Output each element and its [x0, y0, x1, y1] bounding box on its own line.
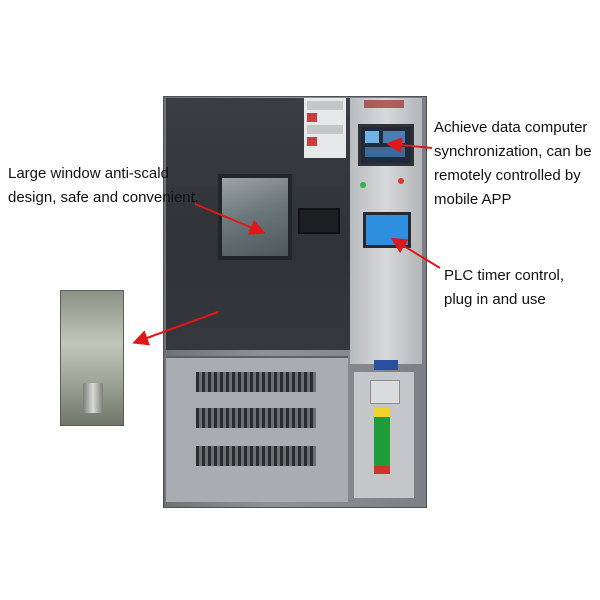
warning-labels: [304, 98, 346, 158]
ventilation-grille: [196, 408, 316, 428]
ventilation-grille: [196, 372, 316, 392]
callout-line: design, safe and convenient.: [8, 189, 199, 206]
brand-logo: [364, 100, 404, 108]
callout-line: synchronization, can be: [434, 143, 592, 160]
power-switch: [370, 380, 400, 404]
blue-badge: [374, 360, 398, 370]
callout-line: remotely controlled by: [434, 167, 581, 184]
inset-interior-photo: [60, 290, 124, 426]
callout-line: mobile APP: [434, 191, 512, 208]
viewing-window: [218, 174, 292, 260]
sample-cup: [83, 383, 103, 413]
warning-symbol-icon: [307, 113, 317, 122]
data-sync-callout: Achieve data computer synchronization, c…: [434, 116, 592, 212]
breaker-trip-indicator: [374, 466, 390, 474]
plc-callout: PLC timer control, plug in and use: [444, 264, 564, 312]
warning-symbol-icon: [307, 137, 317, 146]
callout-line: Large window anti-scald: [8, 165, 169, 182]
status-light-icon: [360, 182, 366, 188]
sync-callout-arrow: [386, 137, 433, 154]
door-handle: [298, 208, 340, 234]
callout-line: PLC timer control,: [444, 267, 565, 284]
window-callout: Large window anti-scald design, safe and…: [8, 162, 199, 210]
plc-callout-arrow: [390, 237, 441, 269]
circuit-breaker: [374, 408, 390, 474]
power-light-icon: [398, 178, 404, 184]
label-row: [307, 101, 343, 110]
window-callout-arrow: [194, 203, 266, 235]
label-row: [307, 125, 343, 134]
ventilation-grille: [196, 446, 316, 466]
callout-line: plug in and use: [444, 291, 546, 308]
callout-line: Achieve data computer: [434, 119, 588, 136]
inset-callout-arrow: [132, 311, 219, 346]
